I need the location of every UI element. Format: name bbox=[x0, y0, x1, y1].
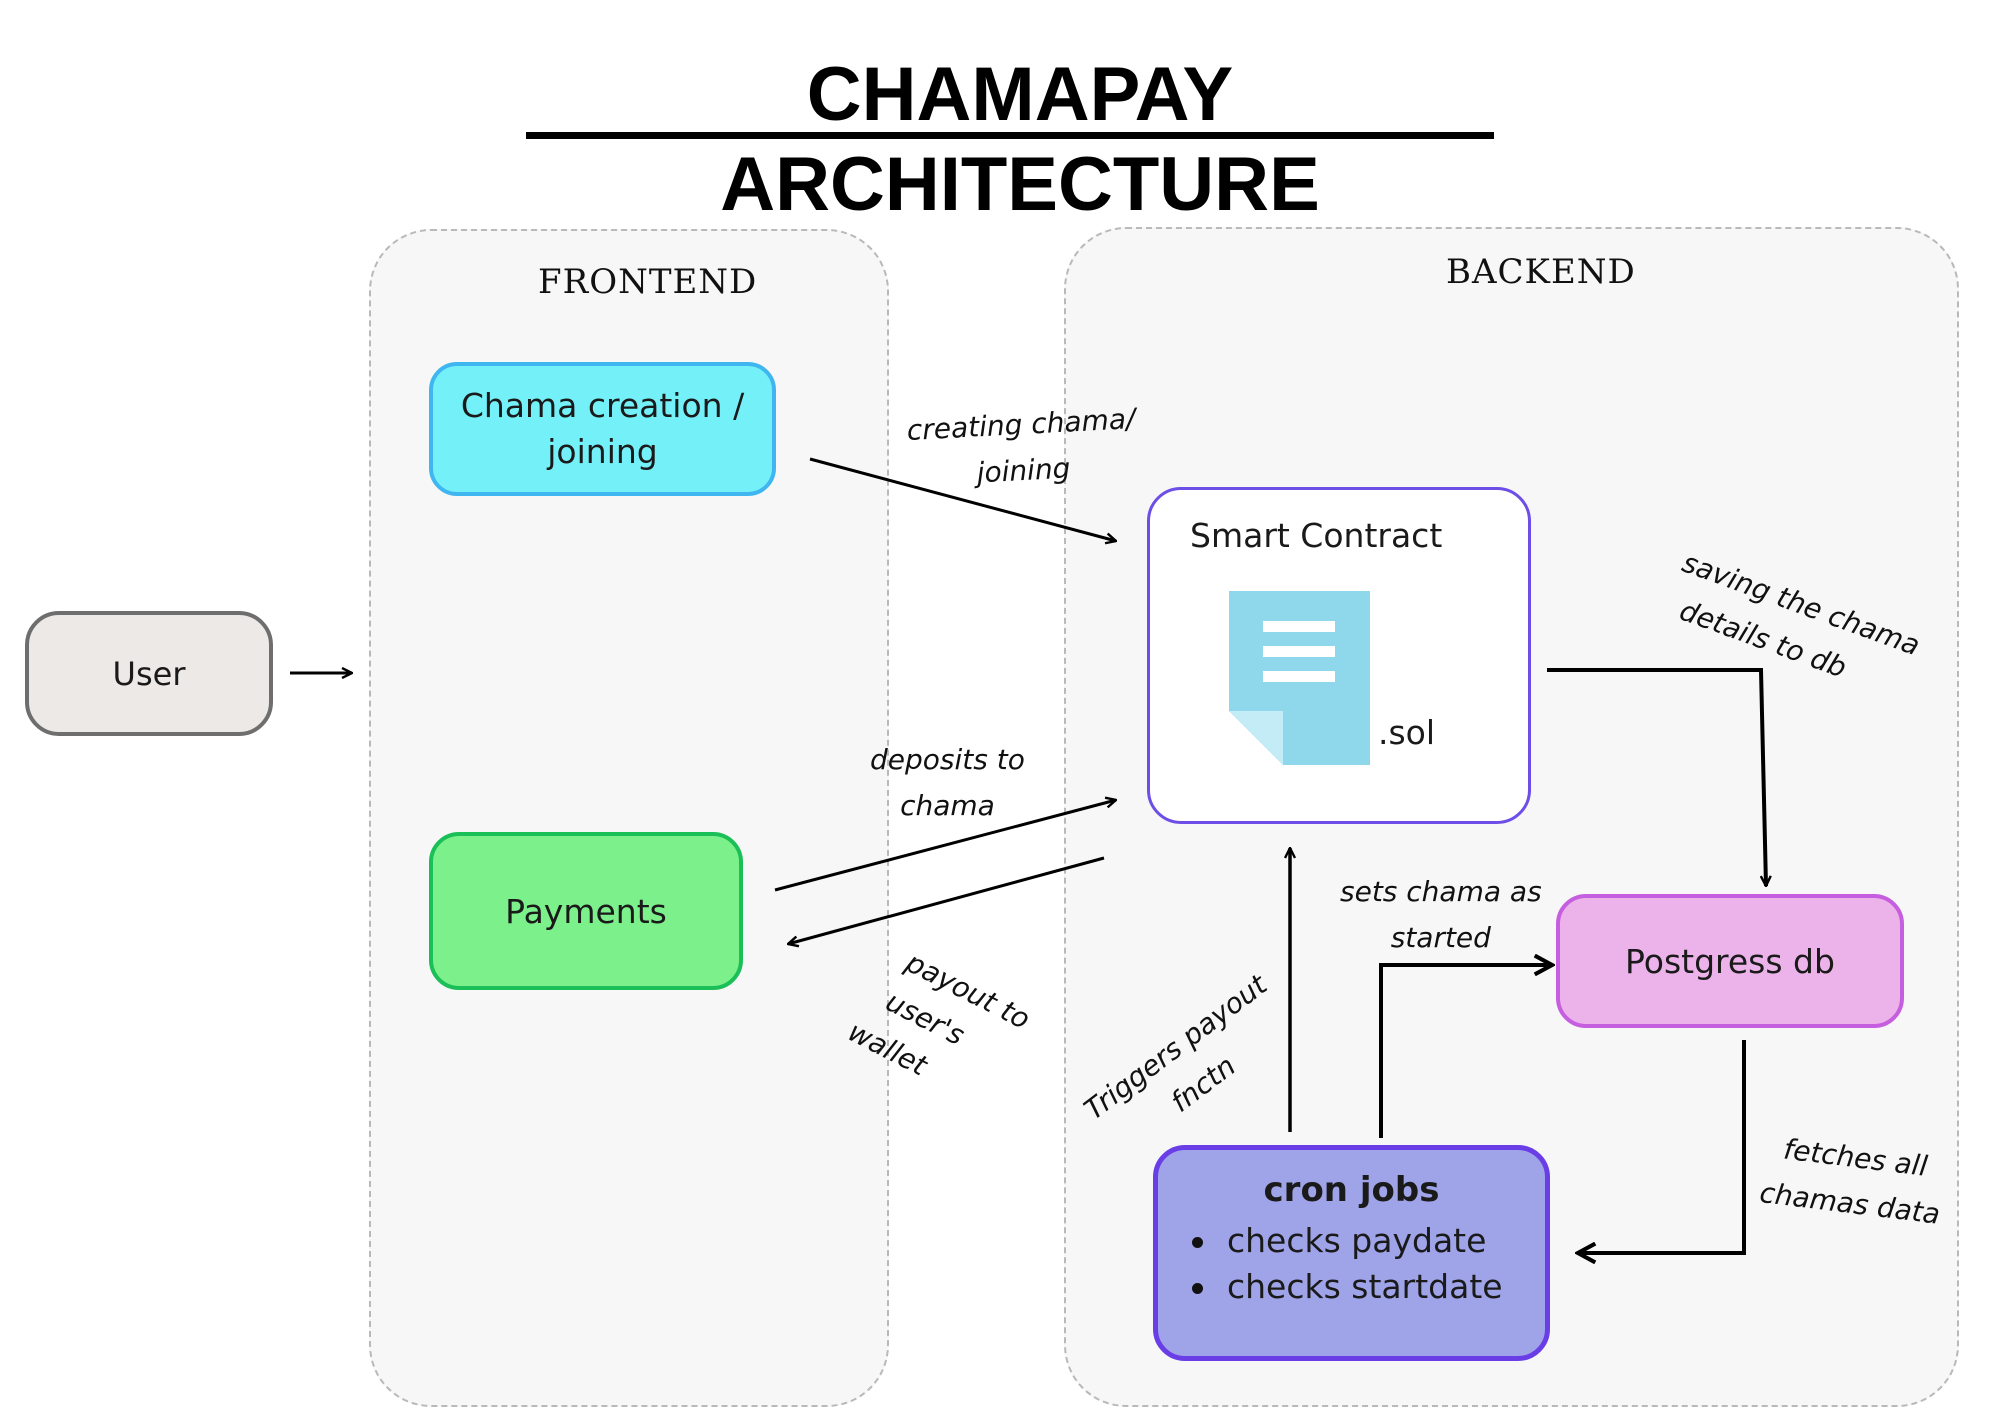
diagram-title: CHAMAPAY ARCHITECTURE bbox=[720, 52, 1320, 227]
smart-contract-label: Smart Contract bbox=[1190, 516, 1443, 555]
cron-task-item: checks paydate bbox=[1192, 1218, 1503, 1264]
sol-extension-label: .sol bbox=[1378, 713, 1436, 752]
user-label: User bbox=[112, 654, 186, 693]
postgres-node: Postgress db bbox=[1556, 894, 1904, 1028]
chama-label-line1: Chama creation / bbox=[460, 386, 745, 425]
edge-label-sets-started: sets chama as started bbox=[1340, 875, 1542, 954]
payments-label: Payments bbox=[505, 891, 667, 931]
edge-label-creating: creating chama/ joining bbox=[906, 402, 1137, 490]
title-underline bbox=[526, 132, 1494, 139]
cron-task-list: checks paydate checks startdate bbox=[1192, 1218, 1503, 1310]
user-node: User bbox=[25, 611, 273, 736]
cron-title: cron jobs bbox=[1263, 1170, 1440, 1210]
edge-label-deposits: deposits to chama bbox=[870, 743, 1025, 822]
chama-label-line2: joining bbox=[547, 432, 658, 471]
cron-jobs-node: cron jobs checks paydate checks startdat… bbox=[1153, 1145, 1550, 1361]
postgres-label: Postgress db bbox=[1625, 941, 1835, 981]
cron-task-item: checks startdate bbox=[1192, 1264, 1503, 1310]
payments-node: Payments bbox=[429, 832, 743, 990]
backend-label: BACKEND bbox=[1446, 252, 1636, 292]
frontend-label: FRONTEND bbox=[538, 262, 758, 302]
chama-creation-node: Chama creation / joining bbox=[429, 362, 776, 496]
